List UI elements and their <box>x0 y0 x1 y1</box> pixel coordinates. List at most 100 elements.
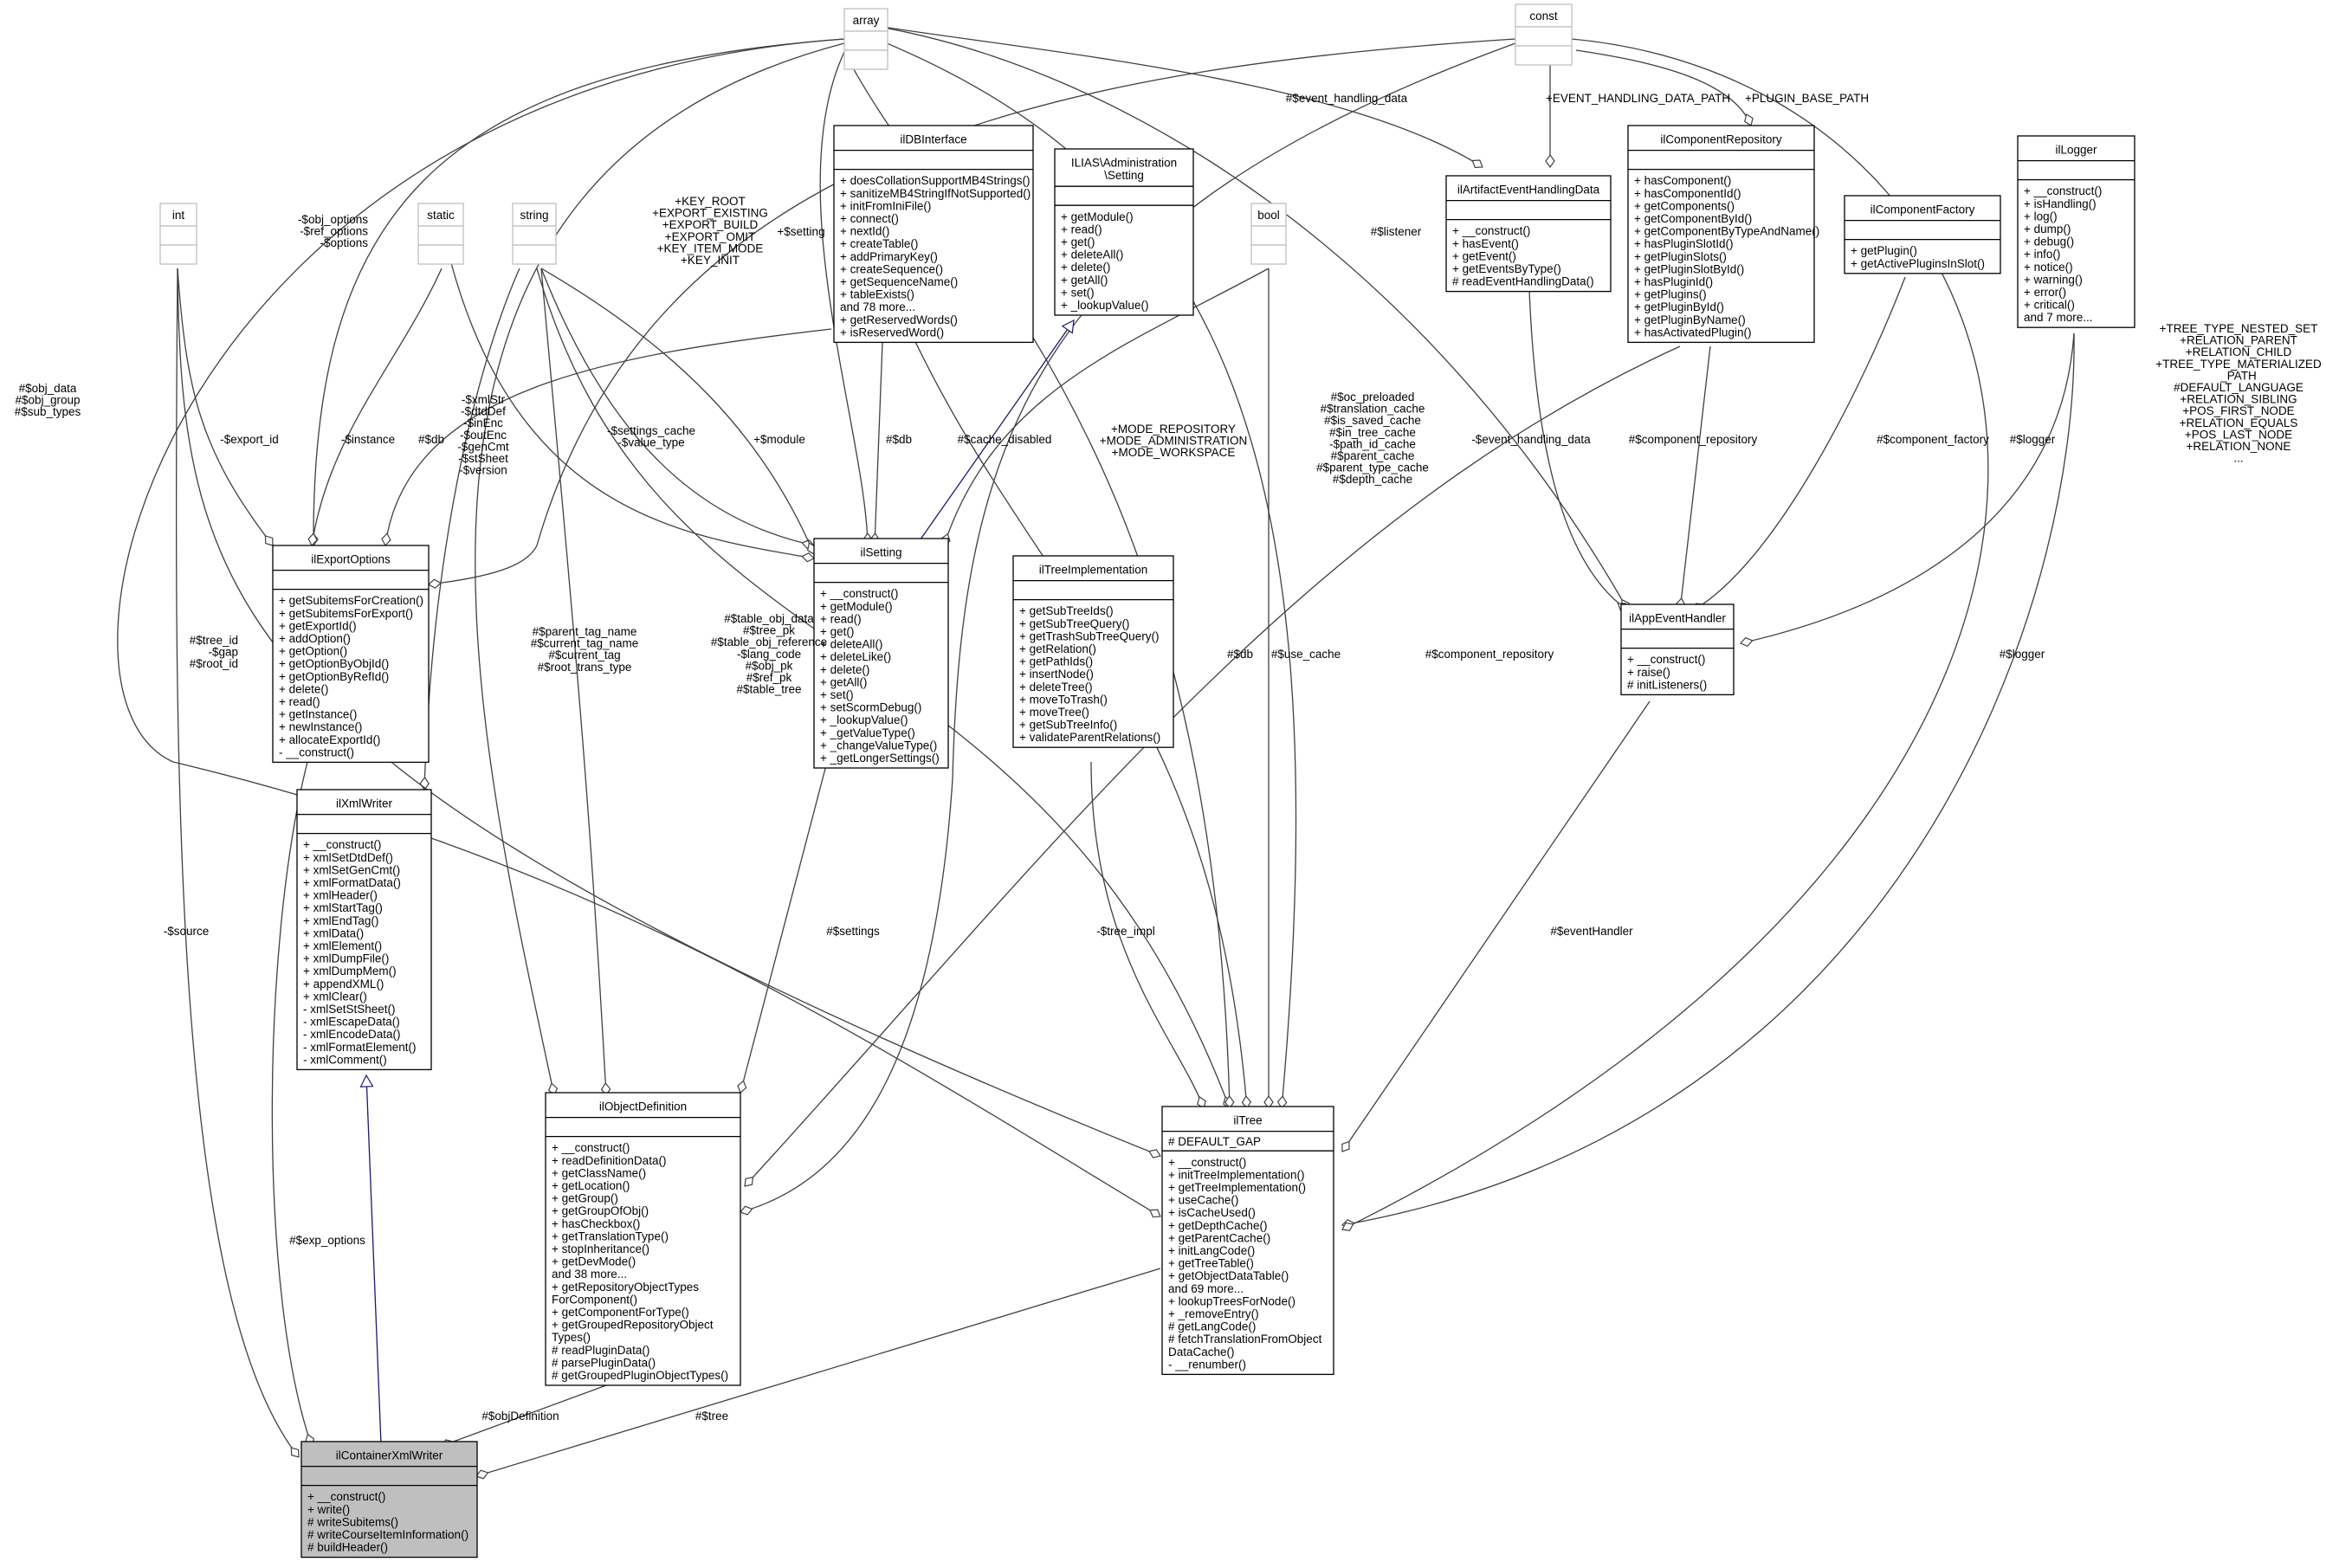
class-frame <box>300 1441 478 1558</box>
edge-exportoptions-containerwriter <box>271 761 312 1446</box>
class-member: + raise() <box>1627 666 1670 679</box>
class-member: + __construct() <box>820 587 898 600</box>
edge-string-setting-module <box>540 268 814 554</box>
class-member: Types() <box>552 1331 591 1344</box>
edge-label-listener: #$listener <box>1371 225 1422 238</box>
class-member: + getComponentById() <box>1634 212 1752 225</box>
edge-label-tree-caches: #$in_tree_cache <box>1329 426 1416 439</box>
edge-label-tree-consts: ... <box>2233 452 2243 465</box>
class-box-ilComponentFactory[interactable]: ilComponentFactory+ getPlugin()+ getActi… <box>1844 195 2001 274</box>
class-box-bool[interactable]: bool <box>1250 203 1287 265</box>
class-member: + notice() <box>2024 261 2073 274</box>
class-box-const[interactable]: const <box>1515 3 1573 66</box>
edge-label-table-obj: #$obj_pk <box>746 659 793 672</box>
class-member: + getSubTreeQuery() <box>1019 617 1129 630</box>
class-name: ilXmlWriter <box>336 797 392 810</box>
class-member: + tableExists() <box>840 288 914 301</box>
class-box-array[interactable]: array <box>843 8 888 70</box>
class-member: + insertNode() <box>1019 668 1094 681</box>
class-box-ilXmlWriter[interactable]: ilXmlWriter+ __construct()+ xmlSetDtdDef… <box>296 789 432 1071</box>
class-boxes: array const int static string bool ilDBInterfa… <box>159 3 2135 1558</box>
edge-label-export-id: -$export_id <box>220 433 279 446</box>
class-member: + getModule() <box>1061 210 1134 223</box>
class-member: + __construct() <box>303 838 381 851</box>
class-member: + newInstance() <box>279 720 362 733</box>
class-box-ilDBInterface[interactable]: ilDBInterface+ doesCollationSupportMB4St… <box>833 125 1034 344</box>
class-name: const <box>1529 10 1558 23</box>
class-member: + moveTree() <box>1019 706 1089 719</box>
class-box-int[interactable]: int <box>159 203 197 265</box>
edge-const-tree <box>1342 38 1989 1229</box>
edge-label-export-consts: +EXPORT_BUILD <box>662 218 759 231</box>
class-box-ilLogger[interactable]: ilLogger+ __construct()+ isHandling()+ l… <box>2017 135 2135 328</box>
class-box-ilAppEventHandler[interactable]: ilAppEventHandler+ __construct()+ raise(… <box>1620 603 1735 696</box>
class-member: + get() <box>820 625 854 638</box>
class-member: + __construct() <box>1168 1156 1246 1169</box>
class-box-ilObjectDefinition[interactable]: ilObjectDefinition+ __construct()+ readD… <box>545 1092 741 1386</box>
class-frame <box>296 789 432 1071</box>
class-box-ilTreeImplementation[interactable]: ilTreeImplementation+ getSubTreeIds()+ g… <box>1012 555 1174 748</box>
class-member: # initListeners() <box>1627 678 1707 691</box>
edge-label-parent-tag: #$parent_tag_name <box>533 625 637 638</box>
edge-label-xml-vars: -$stSheet <box>458 452 508 465</box>
class-box-ilExportOptions[interactable]: ilExportOptions+ getSubitemsForCreation(… <box>272 545 430 764</box>
class-member: + createTable() <box>840 237 918 250</box>
edge-label-tree-caches: -$path_id_cache <box>1329 437 1416 450</box>
class-member: + initFromIniFile() <box>840 199 931 212</box>
edge-label-table-obj: #$tree_pk <box>743 624 795 637</box>
class-member: + critical() <box>2024 299 2075 312</box>
class-member: + getPluginByName() <box>1634 313 1746 326</box>
edge-label-tree-caches: #$parent_cache <box>1331 449 1415 462</box>
class-box-ilComponentRepository[interactable]: ilComponentRepository+ hasComponent()+ h… <box>1627 125 1819 344</box>
class-member: + getEventsByType() <box>1452 262 1561 275</box>
class-member: + getActivePluginsInSlot() <box>1851 257 1985 270</box>
class-member: + write() <box>307 1503 350 1516</box>
edge-artifact-apphandler <box>1528 263 1628 610</box>
class-member: + __construct() <box>1452 224 1530 237</box>
class-attr-compartment <box>417 225 464 246</box>
class-box-adminSetting[interactable]: ILIAS\Administration\Setting+ getModule(… <box>1054 148 1194 316</box>
edge-label-tree-consts: +RELATION_NONE <box>2187 440 2291 453</box>
class-box-ilContainerXmlWriter[interactable]: ilContainerXmlWriter+ __construct()+ wri… <box>300 1441 478 1558</box>
class-member: + read() <box>279 695 320 708</box>
class-box-ilSetting[interactable]: ilSetting+ __construct()+ getModule()+ r… <box>813 538 949 769</box>
edge-db-exportoptions <box>385 328 832 545</box>
class-member: + initTreeImplementation() <box>1168 1168 1304 1181</box>
edge-label-setting: +$setting <box>777 225 824 238</box>
edge-label-cache-disabled: #$cache_disabled <box>958 433 1052 446</box>
edge-label-db-export: #$db <box>418 433 444 446</box>
edge-label-xml-vars: -$genCmt <box>457 440 509 453</box>
class-method-compartment <box>843 49 888 70</box>
edge-label-tree-id: -$gap <box>208 646 238 659</box>
class-member: + xmlHeader() <box>303 889 378 902</box>
edge-label-tree-caches: #$parent_type_cache <box>1316 461 1429 474</box>
class-member: + xmlEndTag() <box>303 914 378 927</box>
class-box-static[interactable]: static <box>417 203 464 265</box>
class-box-string[interactable]: string <box>512 203 557 265</box>
class-member: + initLangCode() <box>1168 1244 1255 1257</box>
class-name: ilAppEventHandler <box>1629 612 1726 625</box>
edge-label-export-consts: +KEY_ITEM_MODE <box>657 242 764 255</box>
class-member: + log() <box>2024 210 2058 223</box>
edge-array-exportoptions <box>313 38 845 545</box>
edge-static-setting <box>449 259 814 558</box>
class-attr-compartment <box>1250 225 1287 246</box>
class-member: + validateParentRelations() <box>1019 731 1160 744</box>
class-member: + getComponents() <box>1634 199 1735 212</box>
class-box-ilTree[interactable]: ilTree# DEFAULT_GAP+ __construct()+ init… <box>1161 1106 1334 1376</box>
class-member: + getTreeImplementation() <box>1168 1181 1306 1194</box>
class-box-ilArtifactEventHandlingData[interactable]: ilArtifactEventHandlingData+ __construct… <box>1445 175 1612 293</box>
edge-label-plugin-base-path: +PLUGIN_BASE_PATH <box>1745 92 1869 105</box>
class-attr-compartment <box>512 225 557 246</box>
class-method-compartment <box>1250 244 1287 265</box>
edge-label-obj-data: #$sub_types <box>15 405 81 418</box>
class-member: + getGroupedRepositoryObject <box>552 1319 714 1332</box>
edge-label-xml-vars: -$outEnc <box>460 429 507 442</box>
class-member: + addOption() <box>279 632 351 645</box>
class-member: # readEventHandlingData() <box>1452 275 1594 288</box>
class-member: ForComponent() <box>552 1293 637 1306</box>
class-member: + info() <box>2024 248 2060 261</box>
edge-label-logger-tree: #$logger <box>2000 648 2045 661</box>
edge-label-tree-consts: +RELATION_SIBLING <box>2180 393 2297 406</box>
